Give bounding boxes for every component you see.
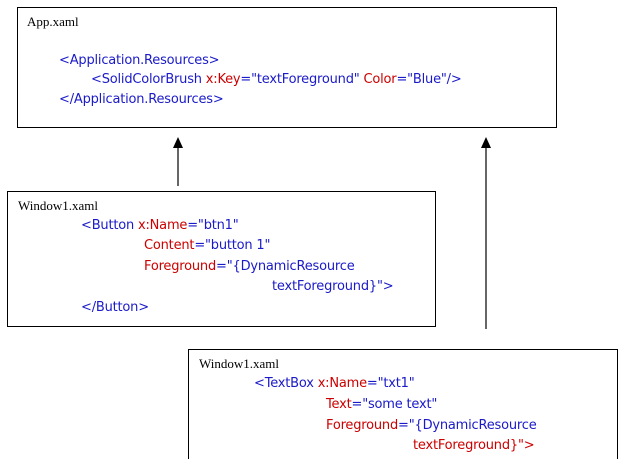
app-resources-open-tag: <Application.Resources>: [59, 53, 220, 68]
textbox-foreground-value: ="{DynamicResource: [398, 418, 537, 433]
window1-button-box: Window1.xaml <Button x:Name="btn1" Conte…: [7, 191, 436, 327]
button-name-attribute: x:Name: [137, 218, 188, 233]
app-xaml-box: App.xaml <Application.Resources> <SolidC…: [17, 7, 557, 128]
solid-color-brush-line: <SolidColorBrush x:Key="textForeground" …: [91, 72, 462, 88]
button-tag: <Button: [81, 218, 138, 233]
key-value: ="textForeground": [240, 72, 364, 87]
solid-color-brush-tag: <SolidColorBrush: [91, 72, 206, 87]
button-close-tag: </Button>: [81, 300, 149, 315]
text-attribute: Text: [326, 397, 352, 412]
textbox-foreground-continuation: textForeground}">: [413, 438, 535, 453]
textbox-open-line: <TextBox x:Name="txt1": [254, 376, 415, 392]
textbox-foreground-line: Foreground="{DynamicResource: [326, 418, 537, 434]
key-attribute: x:Key: [205, 72, 241, 87]
textbox-name-value: ="txt1": [366, 376, 415, 391]
button-open-line: <Button x:Name="btn1": [81, 218, 239, 234]
color-value: ="Blue"/>: [396, 72, 462, 87]
app-resources-close-tag: </Application.Resources>: [59, 92, 224, 107]
textbox-name-attribute: x:Name: [317, 376, 367, 391]
arrow-window1-to-app: [173, 137, 183, 186]
arrow-window2-to-app: [481, 137, 491, 329]
textbox-text-line: Text="some text": [326, 397, 437, 413]
content-value: ="button 1": [194, 238, 271, 253]
window1-textbox-box: Window1.xaml <TextBox x:Name="txt1" Text…: [188, 349, 618, 459]
window1-button-title: Window1.xaml: [18, 198, 98, 213]
button-content-line: Content="button 1": [144, 238, 270, 254]
foreground-value: ="{DynamicResource: [216, 259, 355, 274]
textbox-tag: <TextBox: [254, 376, 318, 391]
color-attribute: Color: [363, 72, 397, 87]
window1-textbox-title: Window1.xaml: [199, 356, 279, 371]
button-name-value: ="btn1": [187, 218, 239, 233]
text-value: ="some text": [351, 397, 438, 412]
app-xaml-title: App.xaml: [27, 14, 79, 29]
button-foreground-line: Foreground="{DynamicResource: [144, 259, 355, 275]
button-foreground-continuation: textForeground}">: [272, 279, 394, 294]
content-attribute: Content: [144, 238, 195, 253]
textbox-foreground-attribute: Foreground: [326, 418, 399, 433]
foreground-attribute: Foreground: [144, 259, 217, 274]
